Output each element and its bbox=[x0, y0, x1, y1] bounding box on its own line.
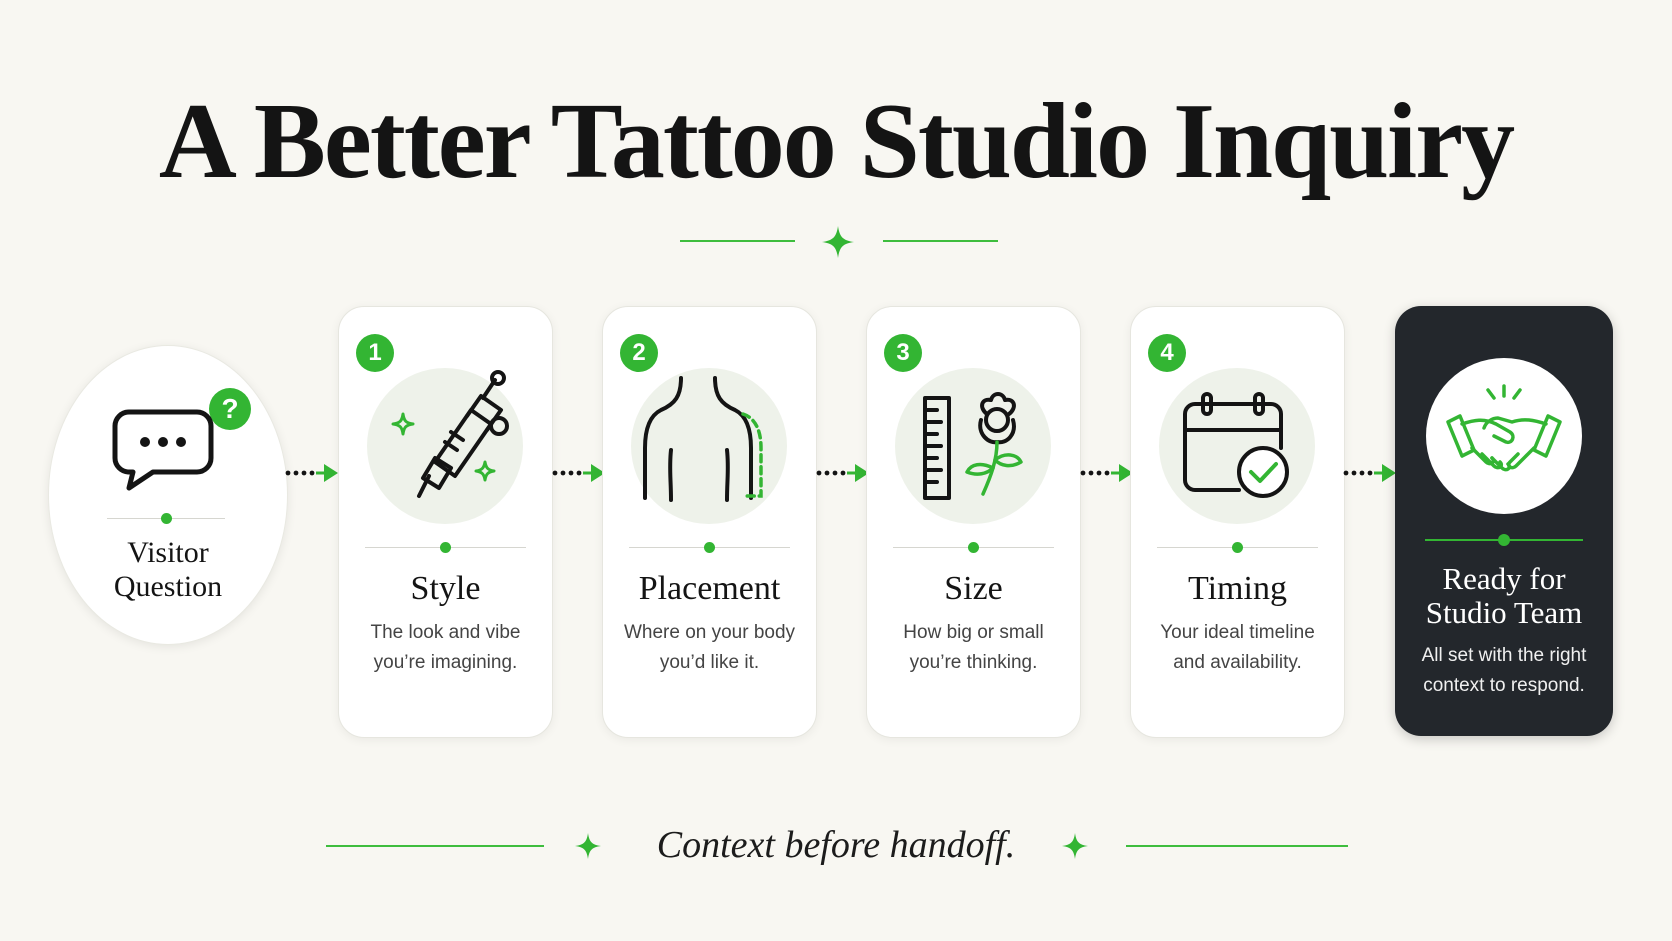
visitor-label-line2: Question bbox=[113, 570, 223, 603]
body-shoulder-icon bbox=[631, 368, 787, 524]
flow-arrow bbox=[551, 462, 607, 484]
sparkle-icon bbox=[1062, 833, 1088, 859]
flow-arrow bbox=[1342, 462, 1398, 484]
visitor-question-node: ? Visitor Question bbox=[48, 345, 288, 645]
step-description: How big or small you’re thinking. bbox=[877, 618, 1070, 678]
calendar-check-icon bbox=[1159, 368, 1315, 524]
final-title-line2: Studio Team bbox=[1425, 595, 1583, 630]
step-description-line2: you’d like it. bbox=[659, 652, 760, 673]
question-badge: ? bbox=[209, 388, 251, 430]
step-description-line2: you’re imagining. bbox=[373, 652, 518, 673]
step-title: Timing bbox=[1188, 570, 1287, 607]
step-number-badge: 3 bbox=[884, 334, 922, 372]
separator-dot bbox=[1498, 534, 1510, 546]
step-description: The look and vibe you’re imagining. bbox=[349, 618, 542, 678]
step-card-timing: 4 Timing Your ideal timeline and availab… bbox=[1130, 306, 1345, 738]
step-title: Style bbox=[410, 570, 481, 607]
separator-dot bbox=[161, 513, 172, 524]
final-title: Ready for Studio Team bbox=[1395, 562, 1613, 630]
separator-dot bbox=[440, 542, 451, 553]
step-card-placement: 2 Placement Where on your body you’d lik… bbox=[602, 306, 817, 738]
sparkle-icon bbox=[575, 833, 601, 859]
separator-dot bbox=[704, 542, 715, 553]
separator-dot bbox=[1232, 542, 1243, 553]
step-title: Size bbox=[944, 570, 1003, 607]
step-title: Placement bbox=[638, 570, 781, 607]
step-description-line1: Where on your body bbox=[623, 622, 796, 643]
final-description-line2: context to respond. bbox=[1423, 675, 1585, 696]
step-number-badge: 4 bbox=[1148, 334, 1186, 372]
final-title-line1: Ready for bbox=[1442, 561, 1566, 596]
step-card-size: 3 Size How big or small you’re thinking. bbox=[866, 306, 1081, 738]
visitor-label-line1: Visitor bbox=[127, 536, 209, 569]
handshake-icon bbox=[1426, 358, 1582, 514]
step-number-badge: 2 bbox=[620, 334, 658, 372]
step-description: Where on your body you’d like it. bbox=[613, 618, 806, 678]
step-description-line1: The look and vibe bbox=[370, 622, 521, 643]
tattoo-machine-icon bbox=[367, 368, 523, 524]
ruler-rose-icon bbox=[895, 368, 1051, 524]
step-card-style: 1 Style The look and vibe you’re imagini… bbox=[338, 306, 553, 738]
footer-tagline: Context before handoff. bbox=[656, 824, 1016, 866]
step-description: Your ideal timeline and availability. bbox=[1141, 618, 1334, 678]
step-description-line2: you’re thinking. bbox=[909, 652, 1038, 673]
final-description-line1: All set with the right bbox=[1421, 645, 1587, 666]
step-number-badge: 1 bbox=[356, 334, 394, 372]
visitor-label: Visitor Question bbox=[49, 536, 287, 604]
step-description-line1: Your ideal timeline bbox=[1160, 622, 1315, 643]
chat-bubble-icon bbox=[111, 408, 215, 499]
ready-for-studio-card: Ready for Studio Team All set with the r… bbox=[1395, 306, 1613, 736]
sparkle-icon bbox=[822, 226, 854, 258]
step-description-line2: and availability. bbox=[1173, 652, 1302, 673]
page-title: A Better Tattoo Studio Inquiry bbox=[158, 82, 1515, 201]
flow-arrow bbox=[815, 462, 871, 484]
flow-arrow bbox=[1079, 462, 1135, 484]
step-description-line1: How big or small bbox=[903, 622, 1044, 643]
final-description: All set with the right context to respon… bbox=[1401, 641, 1607, 701]
flow-arrow bbox=[284, 462, 340, 484]
separator-dot bbox=[968, 542, 979, 553]
